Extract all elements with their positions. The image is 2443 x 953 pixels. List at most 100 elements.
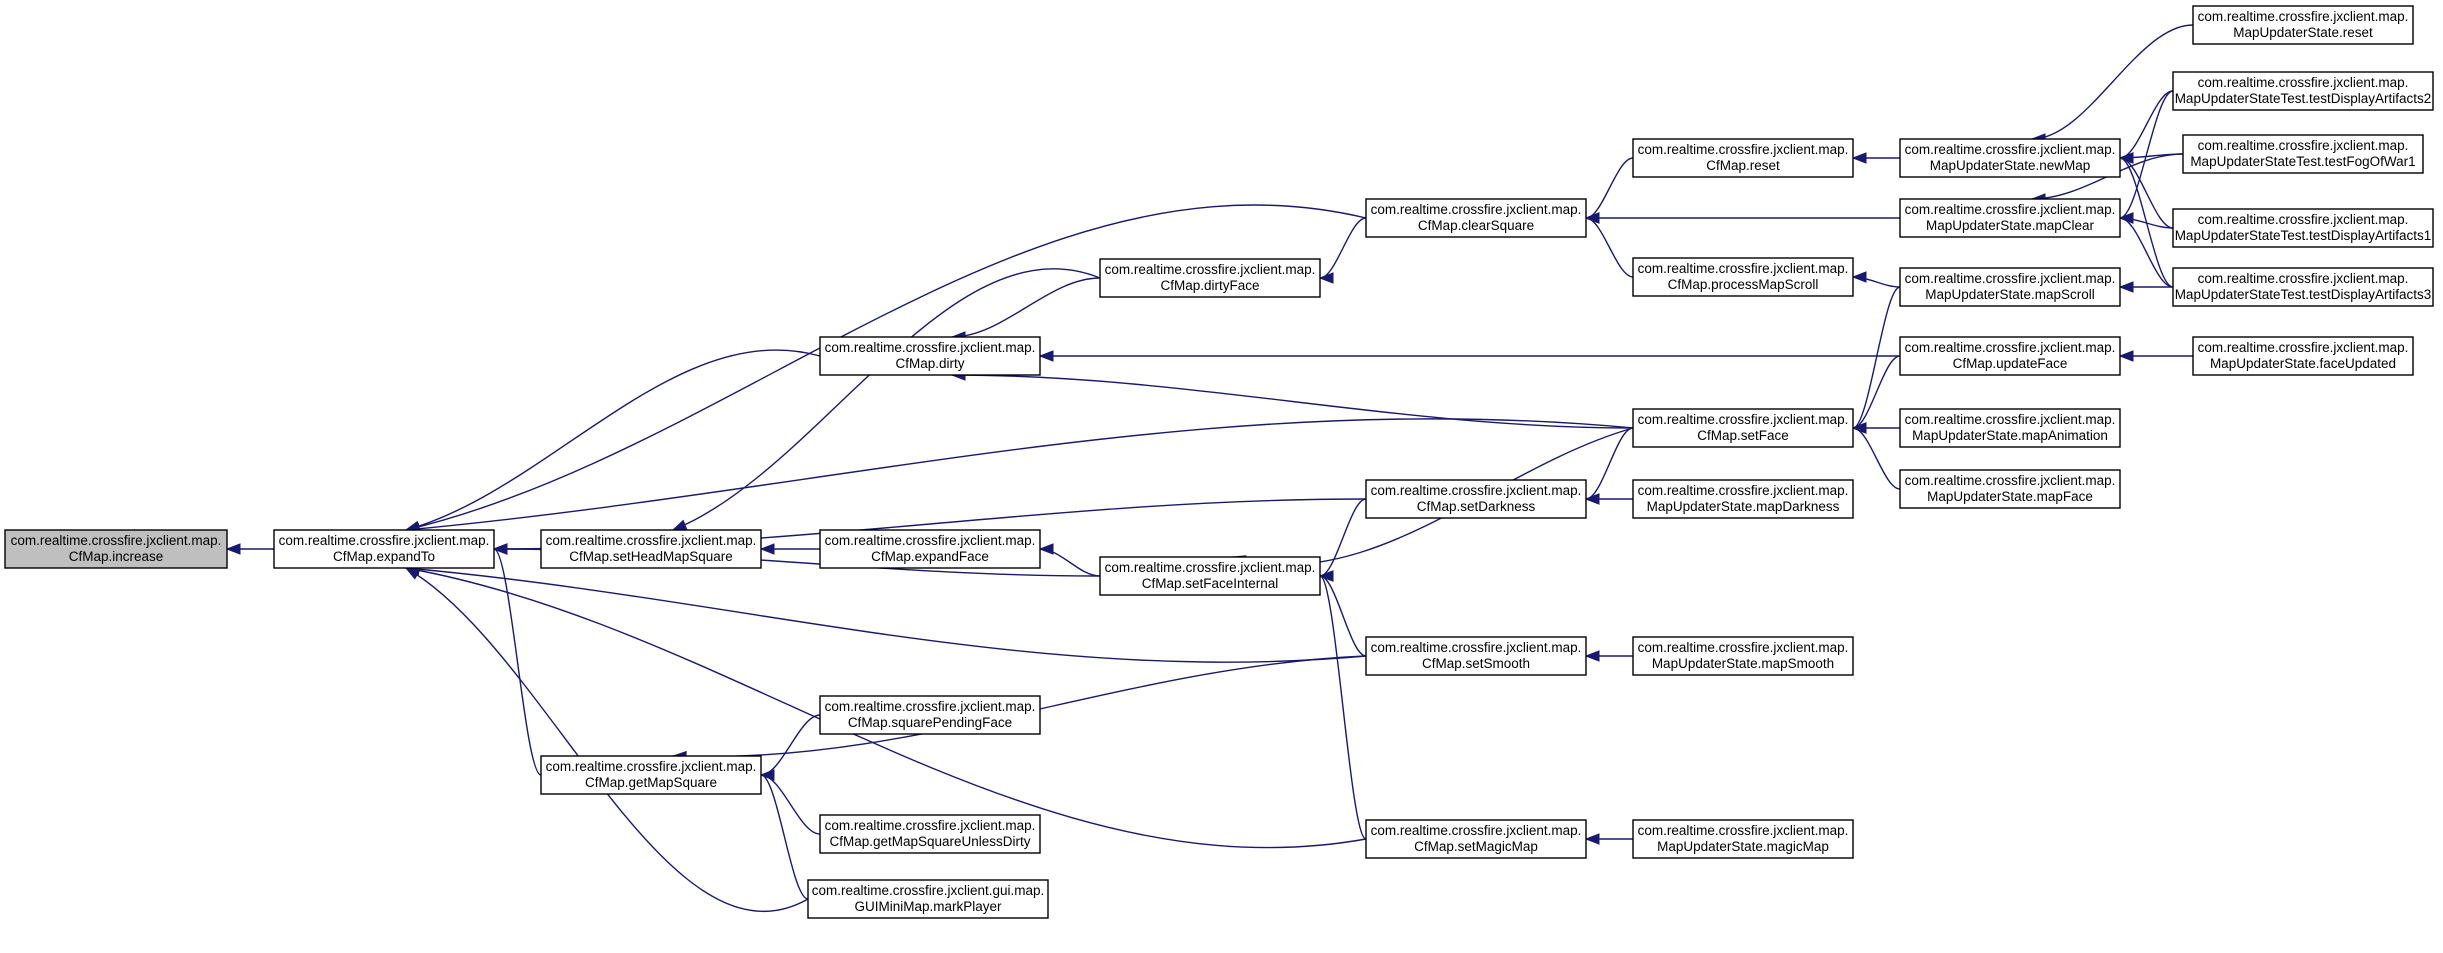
node-expandTo[interactable]: com.realtime.crossfire.jxclient.map.CfMa…: [273, 529, 495, 569]
node-markPlayer[interactable]: com.realtime.crossfire.jxclient.gui.map.…: [807, 879, 1049, 919]
node-box: [1632, 479, 1854, 519]
edge-dirtyFace-to-setHeadMapSquare: [672, 268, 1101, 531]
node-box: [1099, 556, 1321, 596]
node-label-line1: com.realtime.crossfire.jxclient.map.: [2198, 9, 2409, 24]
node-label-line2: MapUpdaterState.newMap: [1930, 158, 2091, 173]
edge-getMapSquare-to-expandTo: [493, 548, 542, 776]
arrowhead-setMagicMap: [1584, 833, 1600, 845]
node-setDarkness[interactable]: com.realtime.crossfire.jxclient.map.CfMa…: [1365, 479, 1587, 519]
edge-testDisplayArtifacts2-to-mapClear: [2119, 90, 2174, 219]
node-mapClear[interactable]: com.realtime.crossfire.jxclient.map.MapU…: [1899, 198, 2121, 238]
edge-testDisplayArtifacts2-to-newMap: [2119, 90, 2174, 159]
node-label-line1: com.realtime.crossfire.jxclient.map.: [1905, 271, 2116, 286]
node-setHeadMapSquare[interactable]: com.realtime.crossfire.jxclient.map.CfMa…: [540, 529, 762, 569]
node-box: [2182, 134, 2424, 174]
node-label-line2: CfMap.setFace: [1697, 428, 1789, 443]
node-getMapSquareUnlessDirty[interactable]: com.realtime.crossfire.jxclient.map.CfMa…: [819, 814, 1041, 854]
node-dirtyFace[interactable]: com.realtime.crossfire.jxclient.map.CfMa…: [1099, 258, 1321, 298]
node-label-line1: com.realtime.crossfire.jxclient.map.: [1371, 640, 1582, 655]
node-squarePendingFace[interactable]: com.realtime.crossfire.jxclient.map.CfMa…: [819, 695, 1041, 735]
node-reset[interactable]: com.realtime.crossfire.jxclient.map.CfMa…: [1632, 138, 1854, 178]
node-setSmooth[interactable]: com.realtime.crossfire.jxclient.map.CfMa…: [1365, 636, 1587, 676]
node-box: [2172, 208, 2434, 248]
node-label-line2: CfMap.dirtyFace: [1160, 278, 1259, 293]
node-label-line2: MapUpdaterState.faceUpdated: [2210, 356, 2396, 371]
node-box: [819, 695, 1041, 735]
node-label-line1: com.realtime.crossfire.jxclient.map.: [1105, 262, 1316, 277]
node-box: [807, 879, 1049, 919]
node-mapFace[interactable]: com.realtime.crossfire.jxclient.map.MapU…: [1899, 469, 2121, 509]
node-box: [1899, 138, 2121, 178]
node-setFace[interactable]: com.realtime.crossfire.jxclient.map.CfMa…: [1632, 408, 1854, 448]
node-label-line2: MapUpdaterState.reset: [2233, 25, 2373, 40]
node-mapAnimation[interactable]: com.realtime.crossfire.jxclient.map.MapU…: [1899, 408, 2121, 448]
node-box: [1365, 479, 1587, 519]
node-mapDarkness[interactable]: com.realtime.crossfire.jxclient.map.MapU…: [1632, 479, 1854, 519]
node-label-line1: com.realtime.crossfire.jxclient.map.: [2198, 340, 2409, 355]
node-label-line2: MapUpdaterStateTest.testFogOfWar1: [2190, 154, 2415, 169]
arrowhead-mapScroll: [2118, 281, 2134, 293]
node-mapScroll[interactable]: com.realtime.crossfire.jxclient.map.MapU…: [1899, 267, 2121, 307]
node-box: [1632, 636, 1854, 676]
node-label-line1: com.realtime.crossfire.jxclient.map.: [825, 340, 1036, 355]
node-label-line2: CfMap.setSmooth: [1422, 656, 1530, 671]
node-label-line2: CfMap.clearSquare: [1418, 218, 1534, 233]
node-updateFace[interactable]: com.realtime.crossfire.jxclient.map.CfMa…: [1899, 336, 2121, 376]
arrowhead-expandTo: [492, 543, 508, 555]
node-label-line1: com.realtime.crossfire.jxclient.map.: [1638, 640, 1849, 655]
node-label-line1: com.realtime.crossfire.jxclient.map.: [11, 533, 222, 548]
node-label-line2: CfMap.setMagicMap: [1414, 839, 1538, 854]
node-label-line1: com.realtime.crossfire.jxclient.map.: [1638, 142, 1849, 157]
arrowhead-setDarkness: [1584, 493, 1600, 505]
node-label-line1: com.realtime.crossfire.jxclient.gui.map.: [812, 883, 1045, 898]
node-dirty[interactable]: com.realtime.crossfire.jxclient.map.CfMa…: [819, 336, 1041, 376]
node-box: [1365, 636, 1587, 676]
node-mapSmooth[interactable]: com.realtime.crossfire.jxclient.map.MapU…: [1632, 636, 1854, 676]
node-box: [2172, 267, 2434, 307]
edge-clearSquare-to-expandTo: [405, 204, 1367, 531]
node-msReset[interactable]: com.realtime.crossfire.jxclient.map.MapU…: [2192, 5, 2414, 45]
node-newMap[interactable]: com.realtime.crossfire.jxclient.map.MapU…: [1899, 138, 2121, 178]
node-label-line2: CfMap.processMapScroll: [1668, 277, 1819, 292]
node-magicMap[interactable]: com.realtime.crossfire.jxclient.map.MapU…: [1632, 819, 1854, 859]
node-box: [1899, 469, 2121, 509]
node-increase[interactable]: com.realtime.crossfire.jxclient.map.CfMa…: [4, 529, 228, 569]
edge-dirty-to-expandTo: [405, 349, 821, 531]
node-faceUpdated[interactable]: com.realtime.crossfire.jxclient.map.MapU…: [2192, 336, 2414, 376]
edge-setFaceInternal-to-expandFace: [1039, 548, 1101, 577]
node-expandFace[interactable]: com.realtime.crossfire.jxclient.map.CfMa…: [819, 529, 1041, 569]
node-setMagicMap[interactable]: com.realtime.crossfire.jxclient.map.CfMa…: [1365, 819, 1587, 859]
node-setFaceInternal[interactable]: com.realtime.crossfire.jxclient.map.CfMa…: [1099, 556, 1321, 596]
arrowhead-newMap: [2118, 152, 2134, 164]
node-label-line1: com.realtime.crossfire.jxclient.map.: [825, 699, 1036, 714]
node-box: [1365, 198, 1587, 238]
node-label-line1: com.realtime.crossfire.jxclient.map.: [1638, 412, 1849, 427]
node-label-line1: com.realtime.crossfire.jxclient.map.: [1905, 473, 2116, 488]
node-clearSquare[interactable]: com.realtime.crossfire.jxclient.map.CfMa…: [1365, 198, 1587, 238]
node-box: [1899, 198, 2121, 238]
node-label-line2: CfMap.dirty: [895, 356, 964, 371]
arrowhead-setHeadMapSquare: [671, 519, 688, 531]
node-label-line2: CfMap.reset: [1706, 158, 1780, 173]
edge-setDarkness-to-setFaceInternal: [1319, 498, 1367, 577]
node-label-line2: CfMap.updateFace: [1953, 356, 2068, 371]
edge-setSmooth-to-setFaceInternal: [1319, 575, 1367, 657]
node-testDisplayArtifacts3[interactable]: com.realtime.crossfire.jxclient.map.MapU…: [2172, 267, 2434, 307]
arrowhead-increase: [225, 543, 241, 555]
edge-setFace-to-setDarkness: [1585, 427, 1634, 500]
node-getMapSquare[interactable]: com.realtime.crossfire.jxclient.map.CfMa…: [540, 755, 762, 795]
node-label-line2: MapUpdaterState.mapScroll: [1925, 287, 2095, 302]
arrowhead-reset: [1851, 152, 1867, 164]
node-box: [4, 529, 228, 569]
edge-reset-to-clearSquare: [1585, 157, 1634, 219]
node-label-line2: MapUpdaterState.mapFace: [1927, 489, 2093, 504]
node-testDisplayArtifacts1[interactable]: com.realtime.crossfire.jxclient.map.MapU…: [2172, 208, 2434, 248]
node-testDisplayArtifacts2[interactable]: com.realtime.crossfire.jxclient.map.MapU…: [2172, 71, 2434, 111]
arrowhead-setSmooth: [1584, 650, 1600, 662]
node-label-line2: MapUpdaterStateTest.testDisplayArtifacts…: [2175, 91, 2432, 106]
edge-setMagicMap-to-expandTo: [405, 567, 1367, 849]
node-box: [1899, 336, 2121, 376]
node-testFogOfWar1[interactable]: com.realtime.crossfire.jxclient.map.MapU…: [2182, 134, 2424, 174]
node-processMapScroll[interactable]: com.realtime.crossfire.jxclient.map.CfMa…: [1632, 257, 1854, 297]
